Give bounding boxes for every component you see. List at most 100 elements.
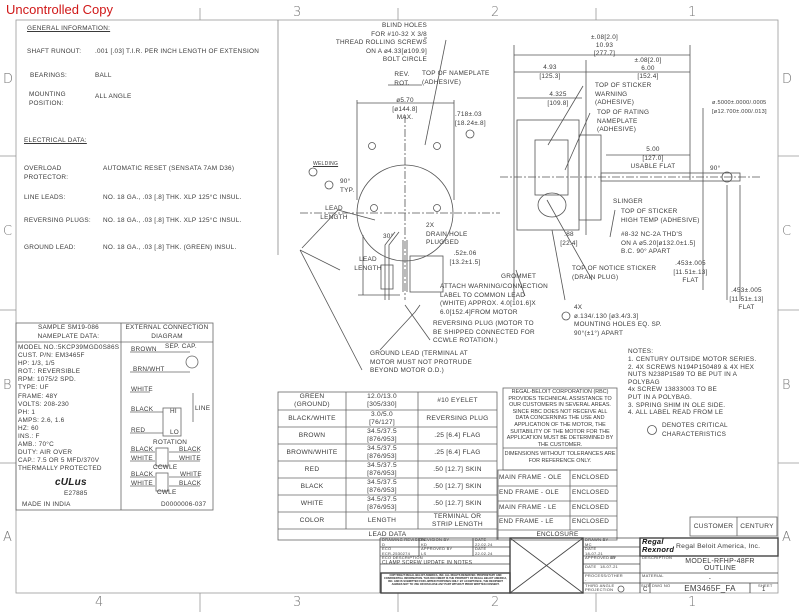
reversing-plugs-value: NO. 18 GA., .03 [.8] THK. XLP 125°C INSU…: [103, 217, 242, 224]
cert-number: E27885: [64, 490, 88, 497]
zone-left-c: C: [3, 224, 13, 239]
zone-left-a: A: [3, 530, 12, 545]
typ-90-label: 90° TYP.: [340, 178, 355, 194]
approved2: LS: [610, 555, 616, 560]
zone-left-b: B: [3, 378, 12, 393]
enclosure-title: ENCLOSURE: [536, 531, 579, 538]
cwle-white-right: WHITE: [180, 471, 202, 478]
thread-note: #8-32 NC-2A THD'S ON A ø5.20[ø132.0±1.5]…: [621, 231, 696, 256]
connection-header: EXTERNAL CONNECTION DIAGRAM: [125, 324, 209, 340]
lead-color: GREEN (GROUND): [294, 393, 330, 408]
enclosure-type: ENCLOSED: [572, 518, 610, 525]
material: -: [708, 575, 712, 582]
dim-4325: 4.325 [109.8]: [547, 91, 569, 107]
wire-brn-wht: BRN/WHT: [133, 366, 165, 373]
approved2-label: APPROVED BY: [585, 555, 617, 560]
size-label: SIZE: [641, 582, 651, 588]
lead-terminal: .25 [6.4] FLAG: [434, 431, 481, 439]
line-label: LINE: [195, 405, 211, 412]
lo-label: LO: [170, 429, 180, 436]
lead-color: BROWN/WHITE: [286, 448, 338, 456]
shaft-runout-label: SHAFT RUNOUT:: [27, 48, 82, 55]
zone-bottom-2: 2: [491, 595, 500, 610]
rev-rot-label: REV. ROT.: [394, 71, 410, 87]
reversing-plugs-label: REVERSING PLUGS:: [24, 217, 91, 224]
nameplate-box: [15, 322, 214, 511]
line-leads-label: LINE LEADS:: [24, 194, 66, 201]
lead-length: 34.5/37.5 [876/953]: [367, 478, 397, 494]
dwg-no-label: DWG NO: [652, 582, 671, 588]
front-view: [299, 37, 500, 371]
lead-terminal: .50 [12.7] SKIN: [433, 499, 482, 507]
dim-88: .88 [22.4]: [560, 231, 578, 247]
lead-length: 34.5/37.5 [876/953]: [367, 444, 397, 460]
wire-brown: BROWN: [131, 346, 157, 353]
zone-bottom-1: 1: [688, 595, 697, 610]
rating-nameplate-note: TOP OF RATING NAMEPLATE (ADHESIVE): [597, 109, 650, 134]
size: C: [643, 586, 648, 593]
cwle-label: CWLE: [157, 489, 177, 496]
company-name: Regal Beloit America, Inc.: [676, 543, 761, 550]
shaft-runout-value: .001 [.03] T.I.R. PER INCH LENGTH OF EXT…: [95, 48, 260, 55]
attach-label-note: ATTACH WARNING/CONNECTION LABEL TO COMMO…: [440, 283, 549, 316]
hi-label: HI: [170, 408, 177, 415]
ccwle-black-right: BLACK: [179, 446, 202, 453]
zone-bottom-3: 3: [293, 595, 302, 610]
description-label: DESCRIPTION: [642, 555, 673, 560]
mounting-holes-note: 4X ø.134/.130 [ø3.4/3.3] MOUNTING HOLES …: [574, 304, 662, 337]
zone-top-1: 1: [688, 5, 697, 20]
lead-terminal: REVERSING PLUG: [426, 414, 489, 422]
dwg-no: EM3465F_FA: [684, 584, 736, 593]
reversing-plug-note: REVERSING PLUG (MOTOR TO BE SHIPPED CONN…: [433, 320, 535, 345]
dim-1093: ±.08[2.0] 10.93 [277.7]: [590, 34, 619, 57]
regal-rexnord-logo: Regal Rexnord: [642, 537, 675, 554]
lead-length-1: LEAD LENGTH: [320, 205, 348, 221]
lead-length-2: LEAD LENGTH: [354, 256, 382, 272]
title-block-grid: [379, 537, 779, 594]
nameplate-lines: MODEL NO.:5KCP39MGD0S86S CUST. P/N: EM34…: [18, 344, 120, 473]
drawn-date-label: DATE: [585, 546, 597, 551]
header-length: LENGTH: [367, 516, 397, 524]
drawn-by-label: DRAWN BY: [585, 537, 609, 542]
connection-doc-number: D0000006-037: [161, 501, 207, 508]
angle-90: 90°: [710, 165, 721, 172]
made-in: MADE IN INDIA: [22, 501, 71, 508]
lead-terminal: .50 [12.7] SKIN: [433, 482, 482, 490]
overload-value: AUTOMATIC RESET (SENSATA 7AM D36): [103, 165, 235, 172]
mounting-label: MOUNTING POSITION:: [29, 91, 66, 107]
welding-label: WELDING: [313, 161, 339, 167]
cwle-black-left: BLACK: [131, 471, 154, 478]
process: -: [585, 577, 587, 582]
uncontrolled-copy-watermark: Uncontrolled Copy: [6, 2, 113, 17]
cwle-white-left: WHITE: [131, 480, 153, 487]
ground-lead-note: GROUND LEAD (TERMINAL AT MOTOR MUST NOT …: [370, 350, 472, 375]
wire-white: WHITE: [131, 386, 153, 393]
lead-length: 34.5/37.5 [876/953]: [367, 427, 397, 443]
zone-right-a: A: [782, 530, 791, 545]
notice-sticker-note: TOP OF NOTICE STICKER (DRAIN PLUG): [572, 265, 657, 281]
eco: ECR-2530274: [382, 550, 411, 556]
shaft-diameter-dim: ø.5000±.0000/.0005 [ø12.700±.000/.013]: [712, 100, 767, 115]
zone-left-d: D: [3, 72, 14, 87]
overload-label: OVERLOAD PROTECTOR:: [24, 165, 69, 181]
dim-52: .52±.06 [13.2±1.5]: [449, 250, 481, 266]
flat-dim-2: .453±.005 [11.51±.13] FLAT: [729, 287, 764, 312]
sheet-label: SHEET: [758, 582, 773, 588]
line-leads-value: NO. 18 GA., .03 [.8] THK. XLP 125°C INSU…: [103, 194, 242, 201]
bearings-value: BALL: [95, 72, 112, 79]
revision-by: KD: [421, 541, 428, 547]
drawn-date: 18-07-21: [585, 550, 604, 556]
enclosure-type: ENCLOSED: [572, 474, 610, 481]
approved-by-label: APPROVED BY: [421, 546, 453, 551]
lead-color: WHITE: [300, 499, 324, 507]
mounting-value: ALL ANGLE: [95, 93, 132, 100]
rev-date: 22.02.24: [475, 541, 493, 547]
angle-30: 30°: [383, 233, 394, 240]
side-view: [500, 45, 760, 301]
wire-red: RED: [131, 427, 146, 434]
enclosure-part: END FRAME - OLE: [499, 489, 559, 496]
approved-by: LS: [421, 550, 427, 556]
approved2-date-label: DATE: [585, 563, 597, 569]
lead-color: RED: [304, 465, 320, 473]
zone-top-2: 2: [491, 5, 500, 20]
